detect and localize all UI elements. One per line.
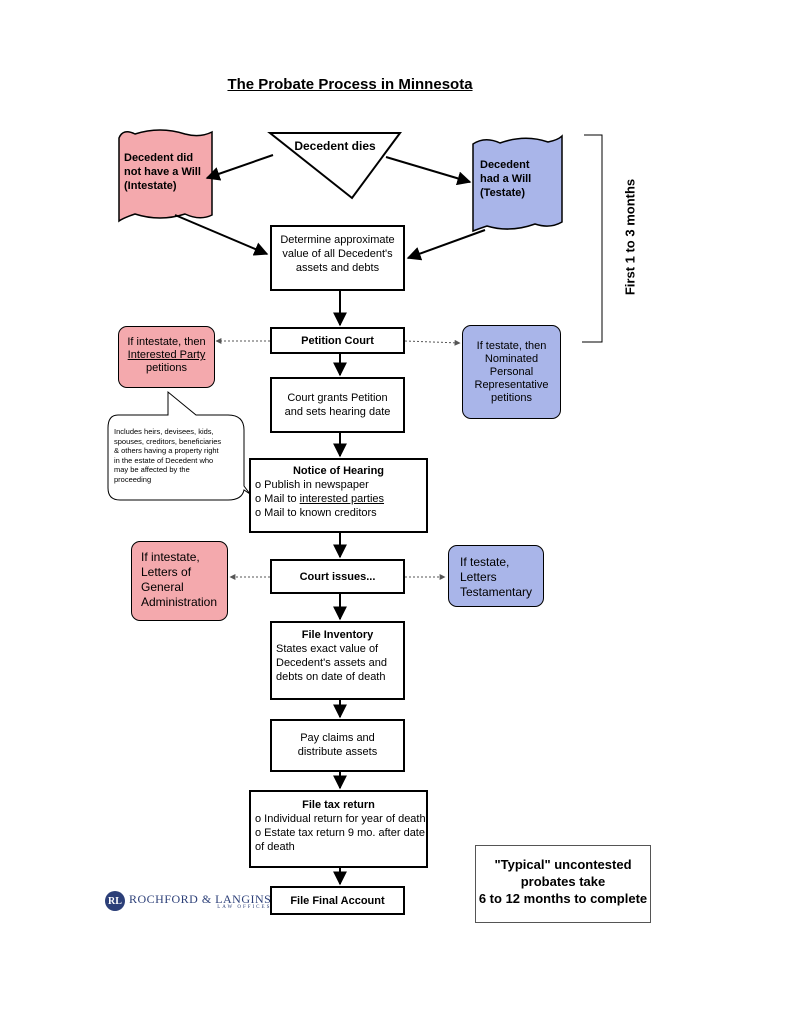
step-line: Decedent's assets and bbox=[276, 657, 387, 669]
callout-bubble bbox=[107, 390, 251, 501]
note-line: Letters of bbox=[141, 565, 192, 579]
step-petition-court: Petition Court bbox=[270, 327, 405, 354]
testate-scroll-line: (Testate) bbox=[480, 187, 526, 199]
step-file-tax-return: File tax return o Individual return for … bbox=[249, 790, 428, 868]
step-line: debts on date of death bbox=[276, 671, 386, 683]
interested-parties-link-text: interested parties bbox=[299, 493, 385, 505]
intestate-scroll-line: not have a Will bbox=[124, 166, 201, 178]
firm-logo: RL ROCHFORD & LANGINS LAW OFFICES bbox=[105, 891, 271, 911]
step-line: States exact value of bbox=[276, 643, 379, 655]
note-line: General bbox=[141, 580, 184, 594]
step-pay-claims: Pay claims and distribute assets bbox=[270, 719, 405, 772]
testate-scroll-label: Decedent had a Will (Testate) bbox=[480, 158, 531, 200]
callout-line: proceeding bbox=[114, 474, 152, 484]
step-line: assets and debts bbox=[295, 262, 380, 274]
note-line: Representative bbox=[474, 379, 549, 391]
step-notice-of-hearing: Notice of Hearing o Publish in newspaper… bbox=[249, 458, 428, 533]
step-line: distribute assets bbox=[297, 746, 378, 758]
note-line: Nominated bbox=[484, 353, 539, 365]
intestate-scroll-line: (Intestate) bbox=[124, 180, 177, 192]
summary-line: probates take bbox=[520, 874, 606, 889]
logo-text: ROCHFORD & LANGINS LAW OFFICES bbox=[129, 893, 271, 910]
callout-line: Includes heirs, devisees, kids, bbox=[114, 427, 214, 436]
intestate-petition-note: If intestate, then Interested Party peti… bbox=[118, 326, 215, 388]
step-line: and sets hearing date bbox=[284, 406, 391, 418]
note-line: Letters bbox=[460, 570, 497, 584]
step-bullet: o Estate tax return 9 mo. after date bbox=[255, 827, 425, 839]
step-bullet: o Individual return for year of death bbox=[255, 813, 426, 825]
step-bullet: o Mail to known creditors bbox=[255, 507, 377, 519]
note-line: Administration bbox=[141, 595, 218, 609]
testate-letters-note: If testate, Letters Testamentary bbox=[448, 545, 544, 607]
testate-scroll-line: Decedent bbox=[480, 159, 530, 171]
timeline-bracket bbox=[582, 134, 603, 343]
step-heading: File tax return bbox=[302, 799, 375, 811]
callout-line: in the estate of Decedent who bbox=[114, 455, 214, 465]
testate-scroll-line: had a Will bbox=[480, 173, 532, 185]
note-line: If intestate, bbox=[141, 550, 200, 564]
interested-party-text: Interested Party bbox=[127, 349, 206, 361]
step-determine-value: Determine approximate value of all Deced… bbox=[270, 225, 405, 291]
note-line: Personal bbox=[489, 366, 534, 378]
step-heading: File Inventory bbox=[301, 629, 374, 641]
testate-scroll-shape bbox=[472, 134, 563, 233]
summary-line: 6 to 12 months to complete bbox=[478, 891, 648, 906]
note-line: Testamentary bbox=[460, 585, 533, 599]
step-bullet-prefix: o Mail to bbox=[255, 493, 300, 505]
step-bullet: o Mail to interested parties bbox=[251, 492, 426, 506]
logo-sub: LAW OFFICES bbox=[217, 904, 272, 910]
callout-line: spouses, creditors, beneficiaries bbox=[114, 436, 222, 446]
step-court-grants: Court grants Petition and sets hearing d… bbox=[270, 377, 405, 433]
summary-box: "Typical" uncontested probates take 6 to… bbox=[475, 845, 651, 923]
summary-line: "Typical" uncontested bbox=[494, 857, 632, 872]
note-line: If intestate, then bbox=[127, 336, 206, 348]
step-heading: Notice of Hearing bbox=[292, 465, 385, 477]
intestate-letters-note: If intestate, Letters of General Adminis… bbox=[131, 541, 228, 621]
note-line: If testate, then bbox=[476, 340, 547, 352]
step-line: Determine approximate bbox=[280, 234, 395, 246]
step-court-issues: Court issues... bbox=[270, 559, 405, 594]
step-file-final-account: File Final Account bbox=[270, 886, 405, 915]
step-file-inventory: File Inventory States exact value of Dec… bbox=[270, 621, 405, 700]
page-title: The Probate Process in Minnesota bbox=[227, 76, 473, 93]
logo-name: ROCHFORD & LANGINS bbox=[129, 891, 272, 906]
start-label: Decedent dies bbox=[294, 139, 376, 153]
logo-mark-icon: RL bbox=[105, 891, 125, 911]
callout-line: may be affected by the bbox=[114, 465, 190, 474]
step-line: Court grants Petition bbox=[287, 392, 388, 404]
note-line: petitions bbox=[491, 392, 532, 404]
step-line: value of all Decedent's bbox=[282, 248, 393, 260]
step-bullet: of death bbox=[255, 841, 295, 853]
timeline-label: First 1 to 3 months bbox=[622, 178, 638, 296]
intestate-scroll-label: Decedent did not have a Will (Intestate) bbox=[124, 151, 201, 193]
step-bullet: o Publish in newspaper bbox=[255, 479, 369, 491]
note-line: If testate, bbox=[460, 555, 510, 569]
note-line: petitions bbox=[146, 362, 187, 374]
start-triangle bbox=[267, 132, 402, 200]
intestate-scroll-line: Decedent did bbox=[124, 152, 194, 164]
step-line: Pay claims and bbox=[300, 732, 375, 744]
testate-petition-note: If testate, then Nominated Personal Repr… bbox=[462, 325, 561, 419]
intestate-scroll-shape bbox=[118, 129, 213, 223]
callout-line: & others having a property right bbox=[114, 446, 219, 455]
interested-parties-callout: Includes heirs, devisees, kids, spouses,… bbox=[114, 427, 221, 484]
